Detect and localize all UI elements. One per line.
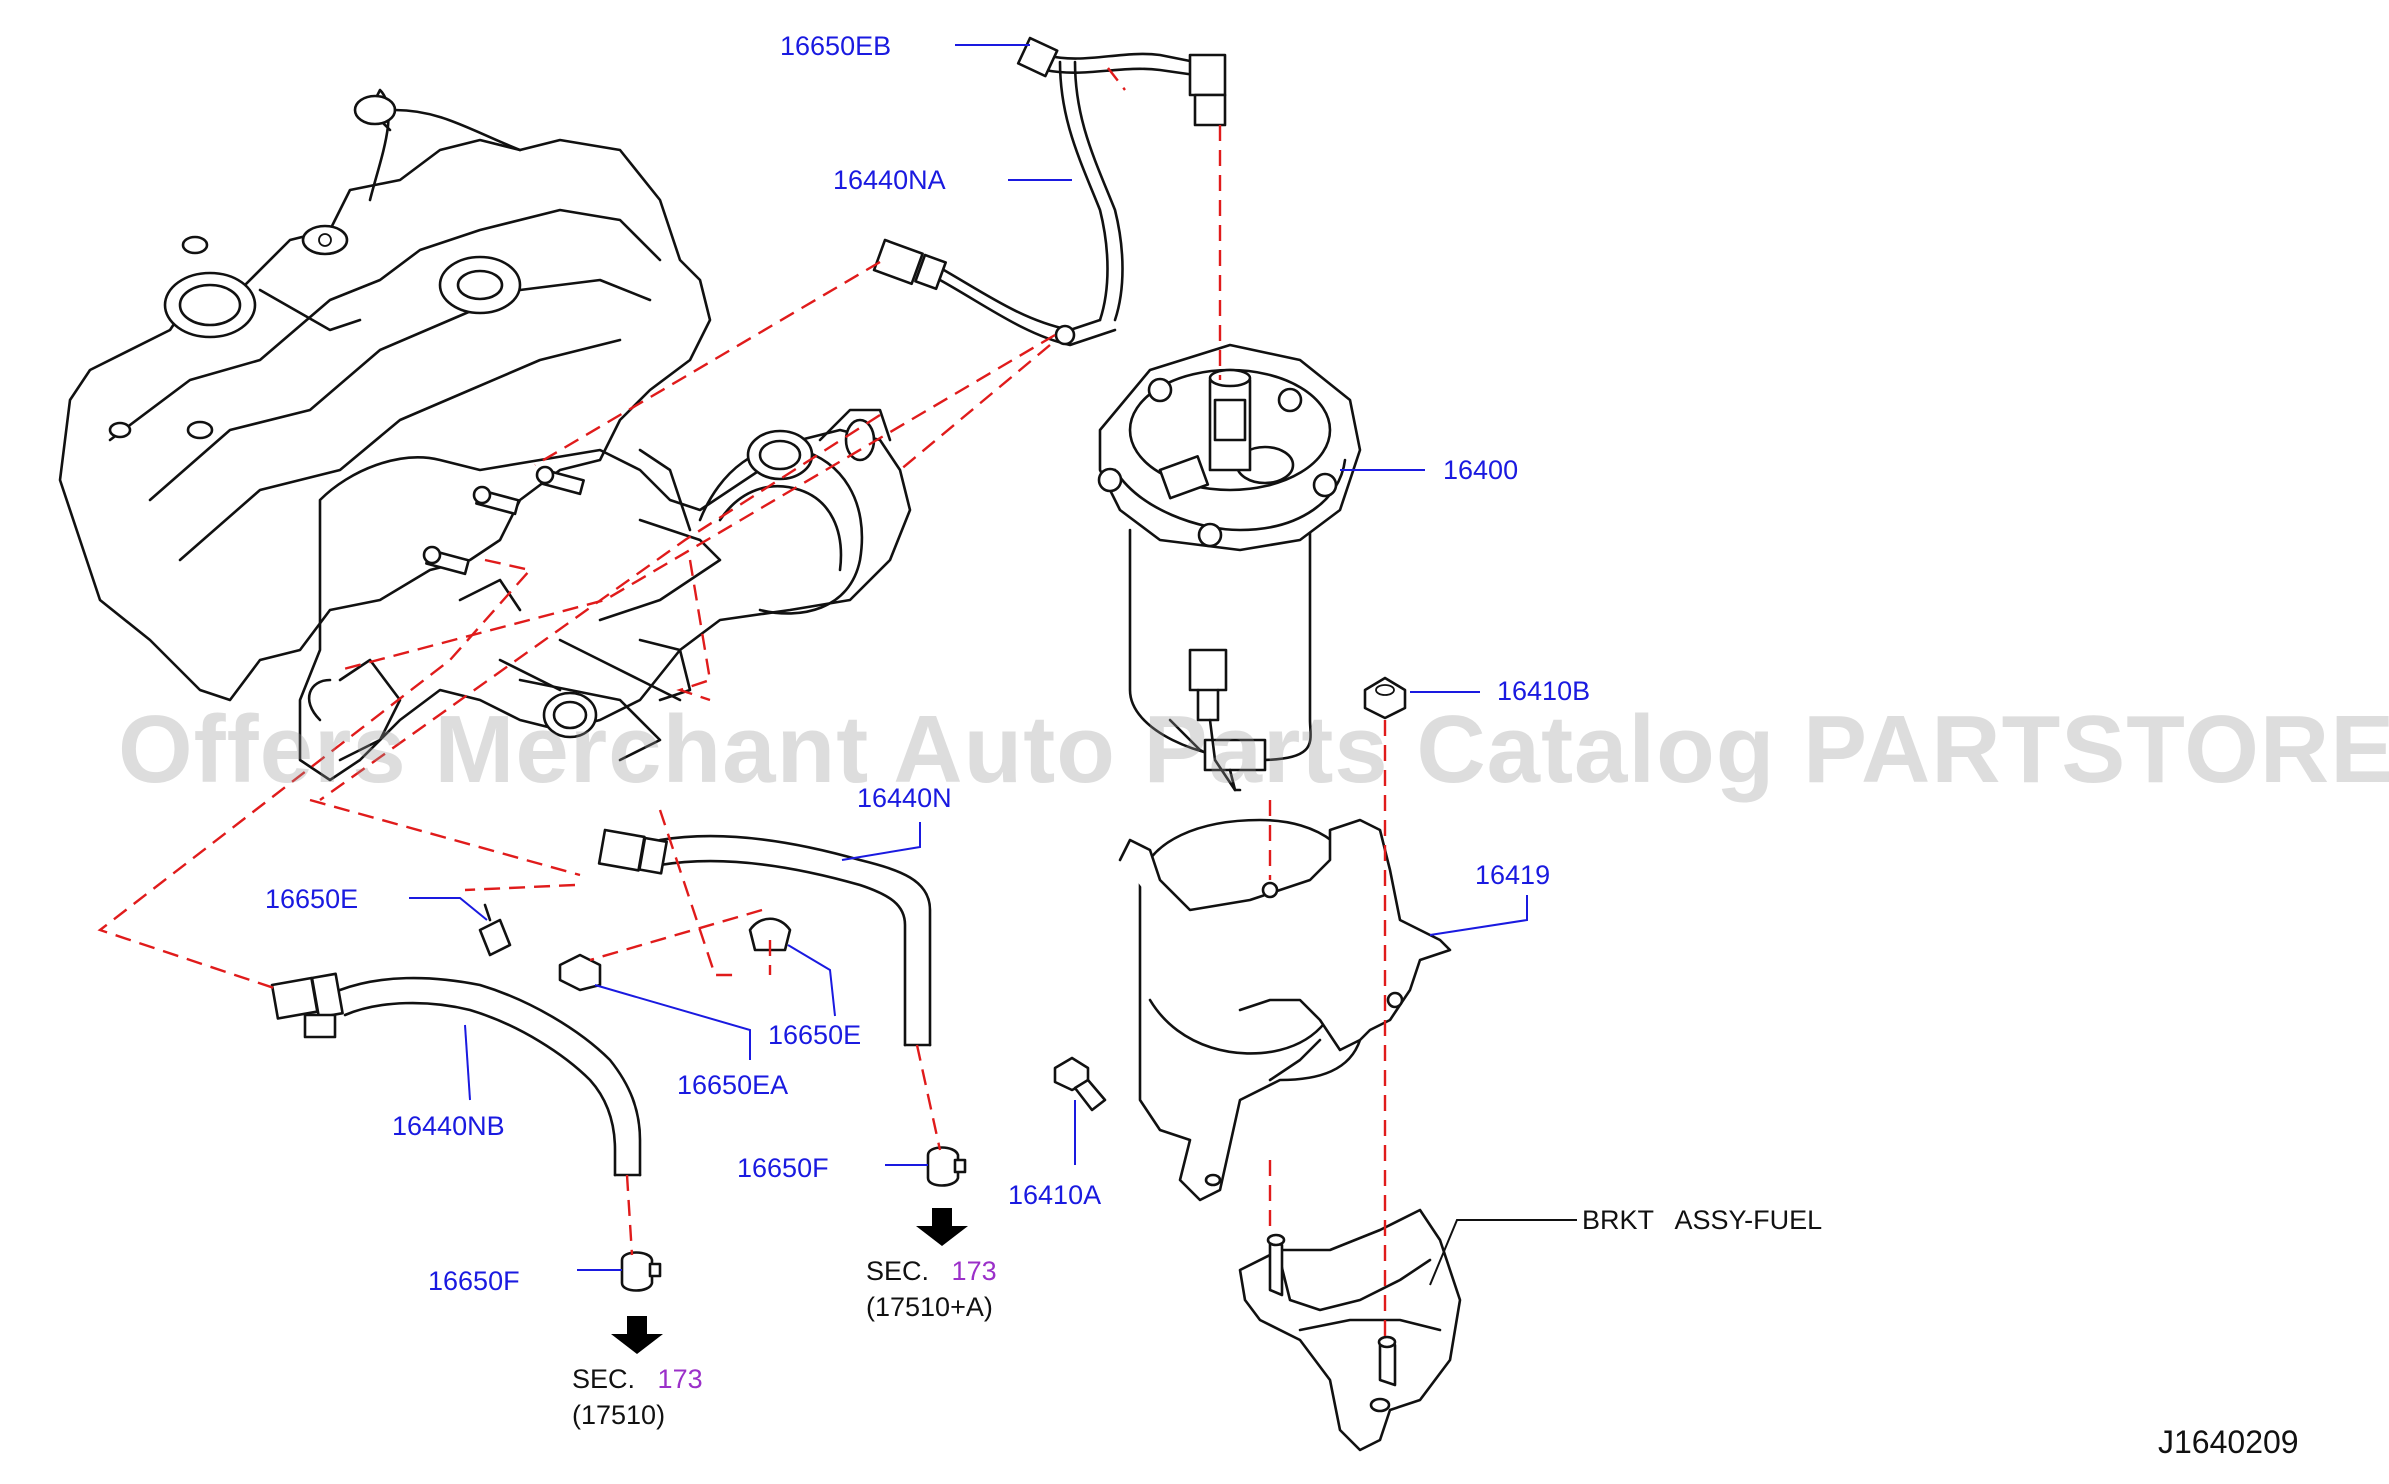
- down-arrow-icon: [611, 1316, 663, 1354]
- section-ref-left[interactable]: SEC. 173: [572, 1366, 703, 1393]
- label-16650eb[interactable]: 16650EB: [780, 31, 892, 61]
- hose-16440nb: [270, 972, 642, 1177]
- leader-lines: [409, 44, 1577, 1286]
- label-16410a[interactable]: 16410A: [1008, 1180, 1102, 1210]
- nut-16410b: [1363, 676, 1407, 720]
- engine-assembly: [58, 88, 912, 782]
- clamp-16650e-right: [748, 917, 792, 952]
- section-sub-left: (17510): [572, 1400, 666, 1430]
- fuel-filter-16400: [1097, 343, 1362, 792]
- label-16440nb[interactable]: 16440NB: [392, 1111, 505, 1141]
- label-16650f-left[interactable]: 16650F: [428, 1266, 520, 1296]
- label-16419[interactable]: 16419: [1475, 860, 1551, 890]
- section-prefix: SEC.: [572, 1364, 636, 1394]
- label-16650f-right[interactable]: 16650F: [737, 1153, 829, 1183]
- section-prefix: SEC.: [866, 1256, 930, 1286]
- label-16440na[interactable]: 16440NA: [833, 165, 946, 195]
- section-number: 173: [951, 1256, 997, 1286]
- bracket-16419: [1118, 818, 1452, 1202]
- section-number: 173: [657, 1364, 703, 1394]
- clamp-16650f-left: [620, 1251, 662, 1292]
- label-16650ea[interactable]: 16650EA: [677, 1070, 789, 1100]
- watermark: Offers Merchant Auto Parts Catalog PARTS…: [118, 696, 2389, 803]
- bracket-assembly-fuel: [1238, 1208, 1462, 1452]
- hose-16440n: [597, 828, 932, 1047]
- label-brkt-assy-fuel[interactable]: BRKT ASSY-FUEL: [1582, 1205, 1823, 1235]
- label-16650e-left[interactable]: 16650E: [265, 884, 359, 914]
- down-arrow-icon: [916, 1208, 968, 1246]
- section-ref-right[interactable]: SEC. 173: [866, 1258, 997, 1285]
- label-16650e-right[interactable]: 16650E: [768, 1020, 862, 1050]
- clamp-16650f-right: [926, 1146, 967, 1187]
- hose-16440na: [872, 36, 1227, 347]
- section-sub-right: (17510+A): [866, 1292, 993, 1322]
- label-16410b[interactable]: 16410B: [1497, 676, 1591, 706]
- label-16440n[interactable]: 16440N: [857, 783, 952, 813]
- diagram-id: J1640209: [2158, 1424, 2299, 1460]
- clamp-16650ea: [558, 953, 602, 992]
- clamp-16650e-left: [478, 903, 512, 957]
- bolt-16410a: [1053, 1056, 1107, 1112]
- assembly-dashed-lines: [97, 67, 1387, 1340]
- label-16400[interactable]: 16400: [1443, 455, 1519, 485]
